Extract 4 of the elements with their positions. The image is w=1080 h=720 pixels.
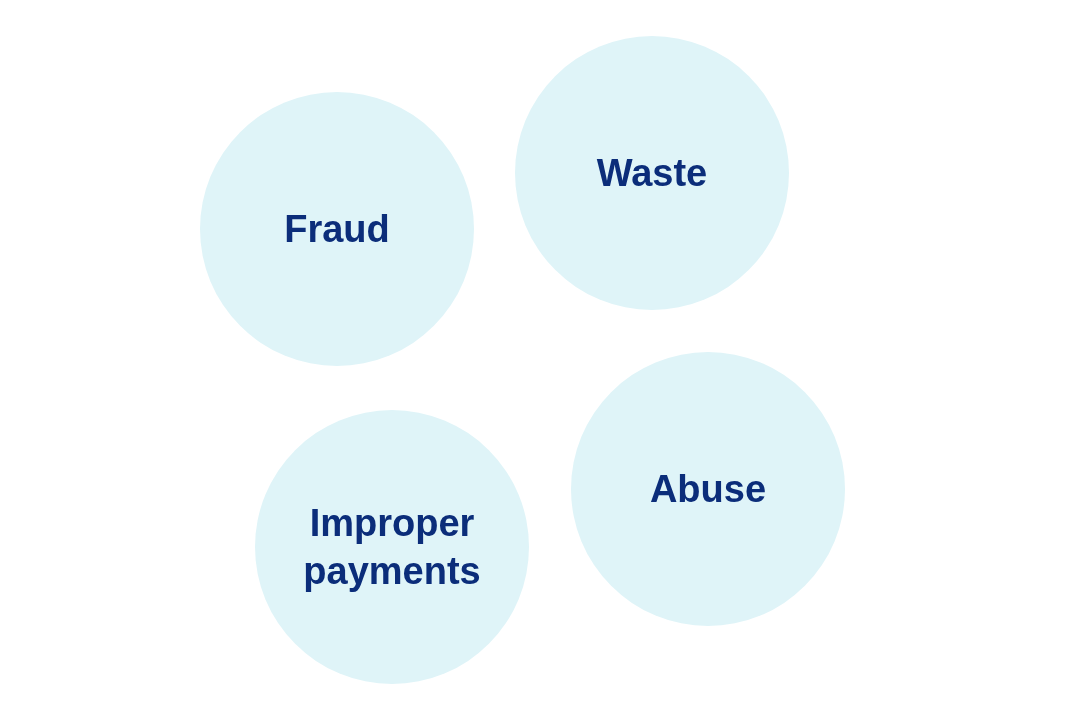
circle-label: Abuse xyxy=(649,467,767,512)
circle-label: Waste xyxy=(596,151,708,196)
circle-label: Fraud xyxy=(284,207,390,252)
circle-label: Improper payments xyxy=(302,501,482,594)
